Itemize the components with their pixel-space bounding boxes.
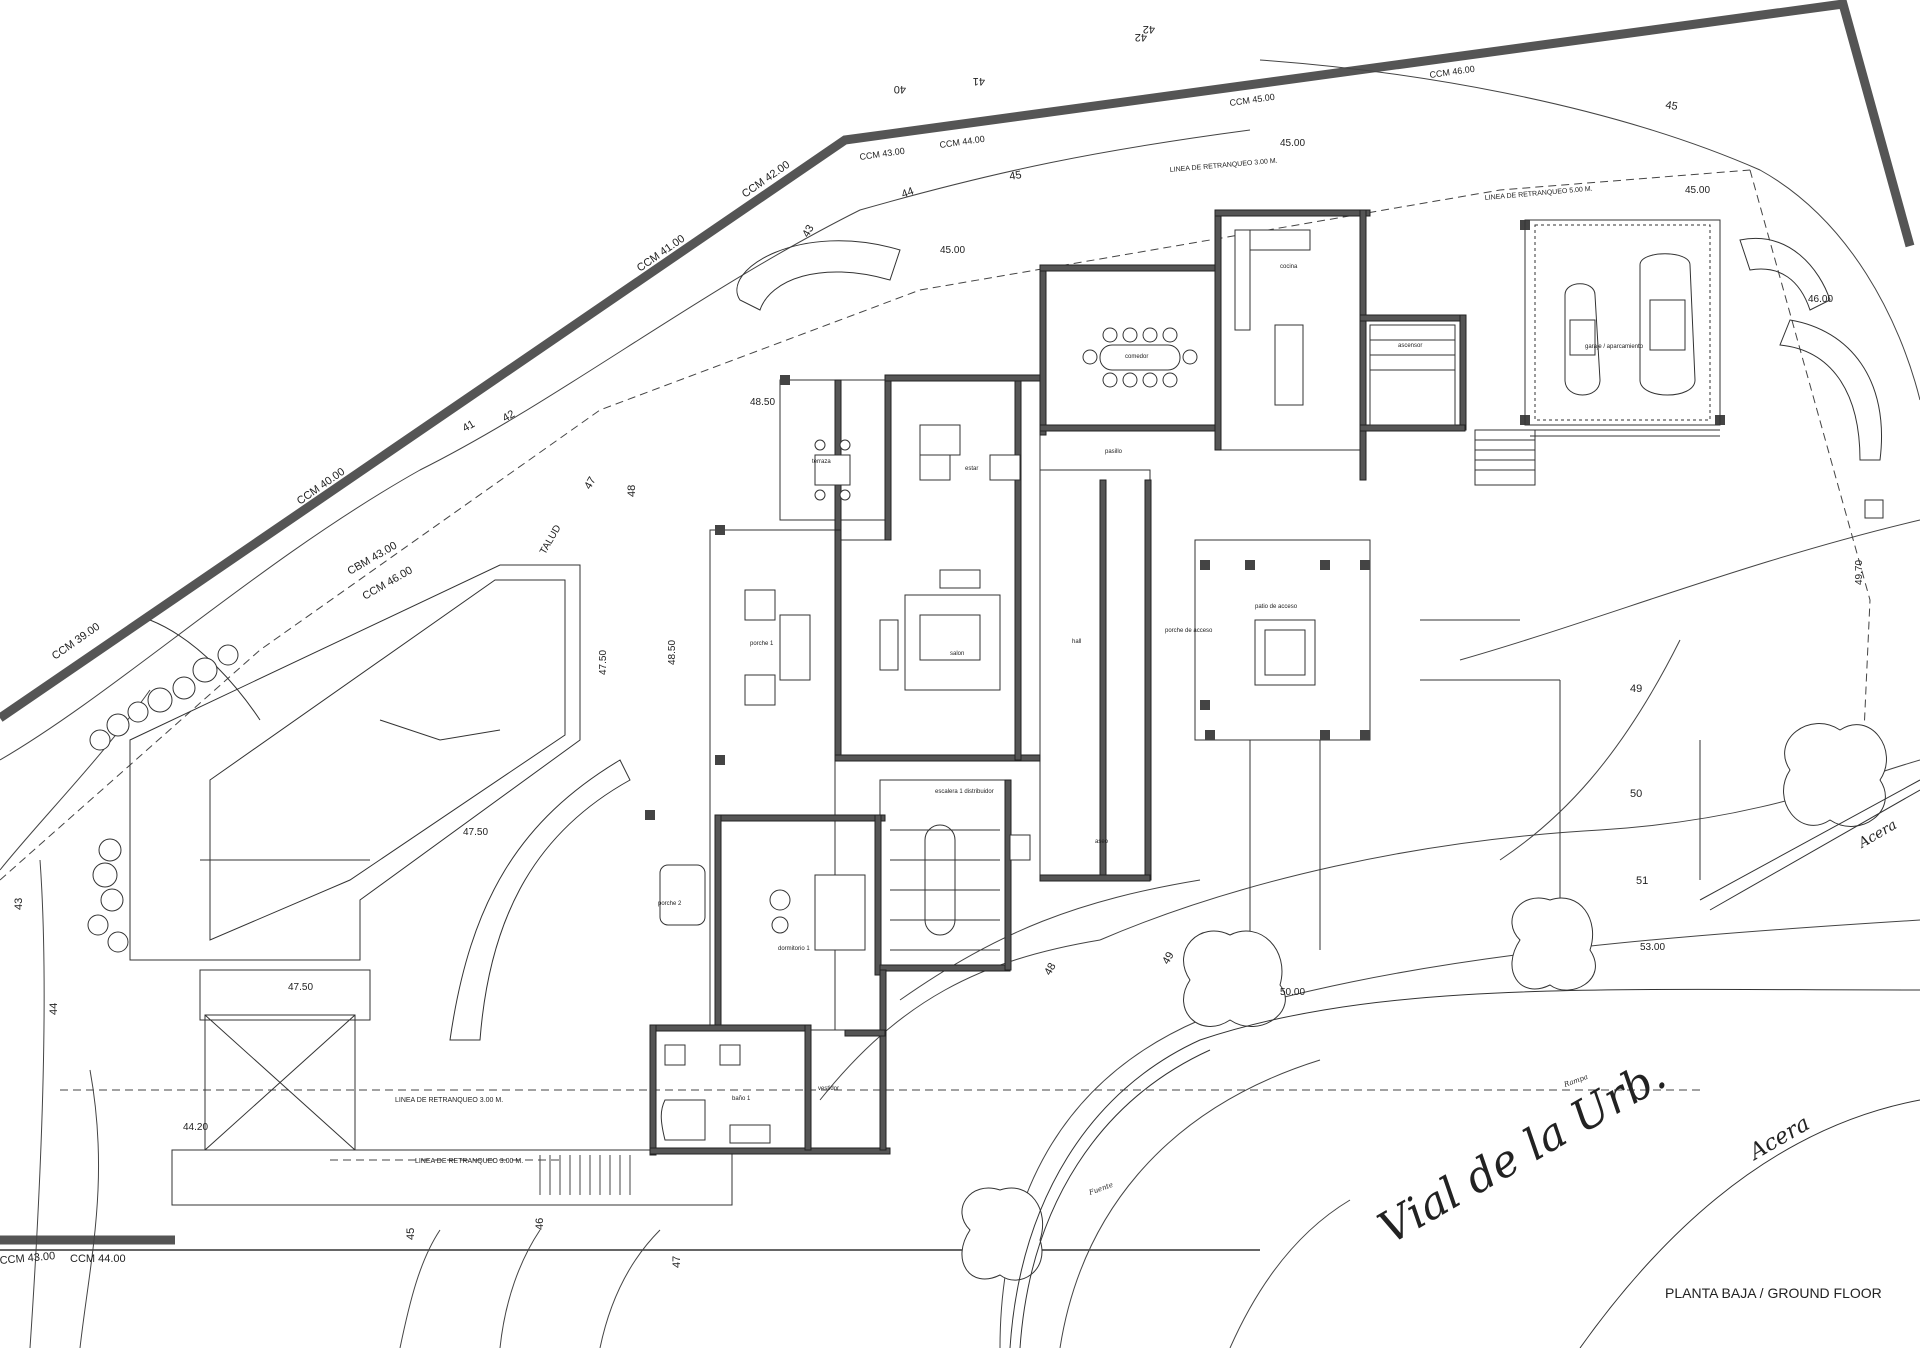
room-label: escalera 1 distribuidor [935,789,994,795]
room-label: estar [965,466,978,472]
room-label: patio de acceso [1255,604,1298,610]
setback-label: LINEA DE RETRANQUEO 3.00 M. [415,1158,523,1165]
level: 48.50 [667,640,678,665]
boundary-mark: CCM 44.00 [939,134,985,150]
pool-area [129,564,581,1021]
bathroom-fixtures [660,834,1031,1144]
curved-stairs [449,238,1882,1041]
street-edges [1009,779,1920,1348]
fountain-label: Fuente [1087,1181,1114,1197]
contour-label: 51 [1636,875,1648,887]
street-labels: Vial de la Urb. Acera Acera [1370,817,1900,1255]
living-furniture [744,424,1021,706]
room-label: ascensor [1398,343,1422,349]
room-label: hall [1072,639,1081,645]
setback-label: LINEA DE RETRANQUEO 5.00 M. [1485,186,1593,202]
columns [645,220,1725,820]
level: 47.50 [598,650,609,675]
contour-label: 43 [800,223,817,240]
contour-label: 42 [1135,31,1147,43]
contour-label: 44 [48,1003,60,1015]
elevator [1369,324,1456,426]
setback-label: LINEA DE RETRANQUEO 3.00 M. [1170,158,1278,174]
room-label: garaje / aparcamiento [1585,344,1644,350]
room-label: porche 2 [658,901,682,907]
room-label: dormitorio 1 [778,946,810,952]
rock-garden [87,644,239,953]
contour-label: 50 [1630,788,1642,800]
street-name: Vial de la Urb. [1370,1049,1674,1254]
level: 49.70 [1854,560,1865,585]
drawing-title: PLANTA BAJA / GROUND FLOOR [1665,1285,1882,1301]
contour-labels: 40 41 42 41 42 43 44 45 45 47 48 48 43 4… [13,23,1679,1268]
north-marker [1864,499,1884,519]
room-label: porche de acceso [1165,628,1213,634]
contour-label: 48 [1042,961,1059,978]
level: 44.20 [183,1122,208,1133]
boundary-mark: CCM 43.00 [0,1250,56,1267]
terrace-table [814,439,851,501]
spiral-staircase [890,824,1000,951]
contour-label: 47 [671,1256,683,1268]
boundary-mark: CCM 45.00 [1229,92,1275,108]
contour-label: 45 [1664,99,1678,113]
contour-label: 41 [461,418,478,435]
room-labels: comedor cocina ascensor garaje / aparcam… [658,264,1644,1102]
contour-label: 45 [1008,169,1022,183]
talud-label: TALUD [538,523,564,556]
room-label: salon [950,651,964,657]
boundary-mark: CCM 43.00 [859,146,905,162]
level: 47.50 [288,982,313,993]
level: 53.00 [1640,942,1665,953]
trees [961,723,1887,1281]
level: 46.00 [1808,294,1833,305]
room-label: porche 1 [750,641,774,647]
level: 48.50 [750,397,775,408]
level: 45.00 [940,245,965,256]
contour-label: 43 [13,898,25,910]
misc-labels: TALUD Rampa Fuente [538,523,1589,1197]
room-label: baño 1 [732,1096,751,1102]
level: 45.00 [1685,185,1710,196]
patio-fountain [1254,619,1316,686]
boundary-mark: CCM 46.00 [361,564,415,602]
contour-label: 44 [900,185,916,200]
contour-label: 40 [894,83,906,95]
sidewalk-label-1: Acera [1744,1111,1814,1166]
level: 47.50 [463,827,488,838]
property-boundary [0,0,1915,1251]
level: 45.00 [1280,138,1305,149]
room-label: terraza [812,459,831,465]
setback-lines [0,169,1871,1161]
contour-label: 49 [1160,950,1177,967]
dining-table [1082,327,1198,388]
garage [1524,219,1721,437]
room-label: cocina [1280,264,1298,270]
room-label: vestidor [818,1086,839,1092]
room-label: pasillo [1105,449,1123,455]
boundary-mark: CCM 44.00 [70,1253,126,1265]
boundary-mark: CCM 46.00 [1429,64,1475,80]
kitchen-island [1234,229,1311,406]
room-label: comedor [1125,354,1148,360]
garage-stair [1474,429,1536,486]
contour-label: 46 [534,1218,546,1230]
room-label: aseo [1095,839,1109,845]
house-walls [649,209,1467,1156]
contour-label: 45 [405,1228,417,1240]
level-labels: 45.00 45.00 45.00 46.00 48.50 48.50 47.5… [183,138,1865,1133]
boundary-mark: CBM 43.00 [346,540,400,578]
contour-label: 42 [1143,23,1155,35]
contour-label: 41 [973,75,985,87]
contour-label: 48 [626,485,638,497]
level: 50.00 [1280,987,1305,998]
bedroom-furniture [659,864,866,951]
pergola [171,1014,733,1206]
contour-label: 47 [582,475,599,492]
contour-label: 49 [1630,683,1642,695]
title-text: PLANTA BAJA / GROUND FLOOR [1665,1285,1882,1301]
setback-label: LINEA DE RETRANQUEO 3.00 M. [395,1097,503,1104]
contour-label: 42 [501,408,518,425]
